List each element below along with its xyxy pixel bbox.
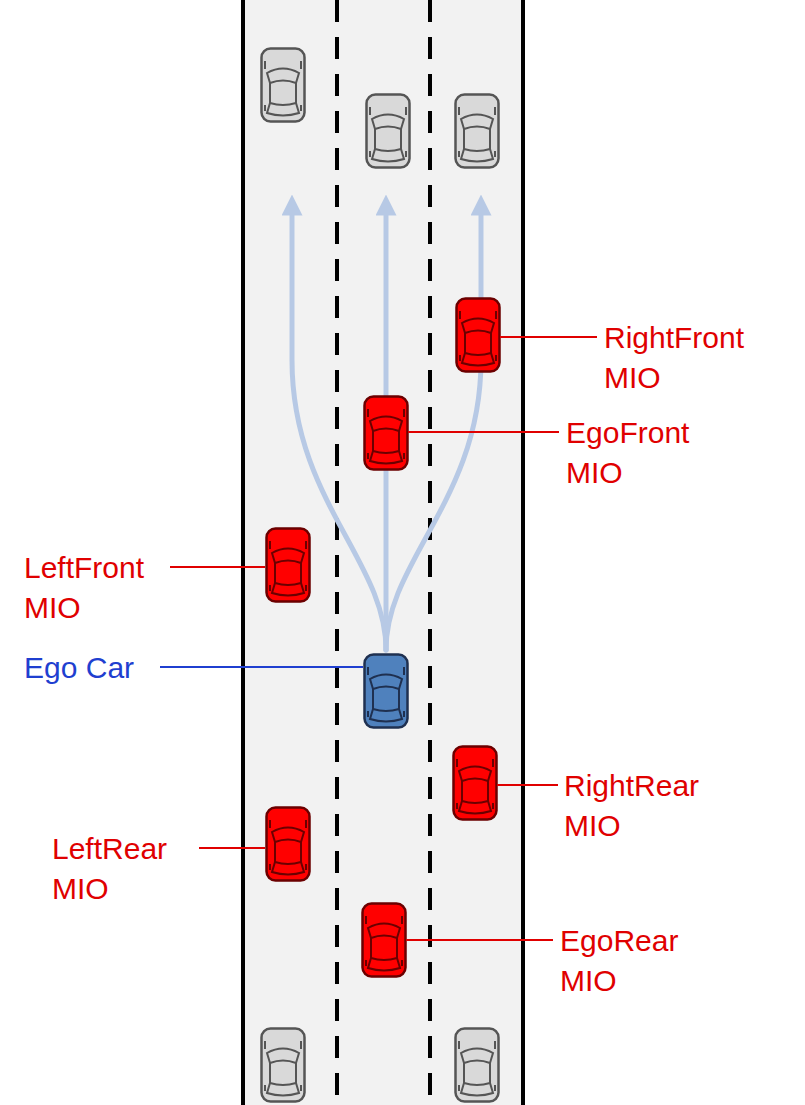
mio-car xyxy=(267,808,310,881)
mio-car xyxy=(267,529,310,602)
mio-label: EgoRear MIO xyxy=(560,921,678,1001)
grey-car xyxy=(367,95,410,168)
leader-lines xyxy=(170,337,597,940)
ego-car xyxy=(365,655,408,728)
leader-line xyxy=(406,939,553,941)
grey-car xyxy=(456,95,499,168)
other-cars xyxy=(262,49,499,1102)
leader-line xyxy=(497,784,558,786)
leader-line xyxy=(408,431,559,433)
mio-label: LeftRear MIO xyxy=(52,829,167,909)
road-edge xyxy=(241,0,245,1105)
mio-car xyxy=(363,904,406,977)
mio-label: EgoFront MIO xyxy=(566,413,689,493)
ego-car-symbol xyxy=(365,655,408,728)
leader-line xyxy=(170,566,265,568)
mio-cars xyxy=(267,299,500,977)
mio-label: RightFront MIO xyxy=(604,318,744,398)
trajectory-arrows xyxy=(292,205,481,650)
leader-line xyxy=(500,336,597,338)
grey-car xyxy=(262,49,305,122)
grey-car xyxy=(262,1029,305,1102)
mio-label: LeftFront MIO xyxy=(24,548,144,628)
mio-car xyxy=(365,397,408,470)
lane-divider xyxy=(335,0,339,1105)
mio-car xyxy=(454,747,497,820)
mio-car xyxy=(457,299,500,372)
grey-car xyxy=(456,1029,499,1102)
mio-label: Ego Car xyxy=(24,648,134,688)
mio-label: RightRear MIO xyxy=(564,766,699,846)
leader-line xyxy=(199,847,265,849)
leader-line xyxy=(160,666,363,668)
